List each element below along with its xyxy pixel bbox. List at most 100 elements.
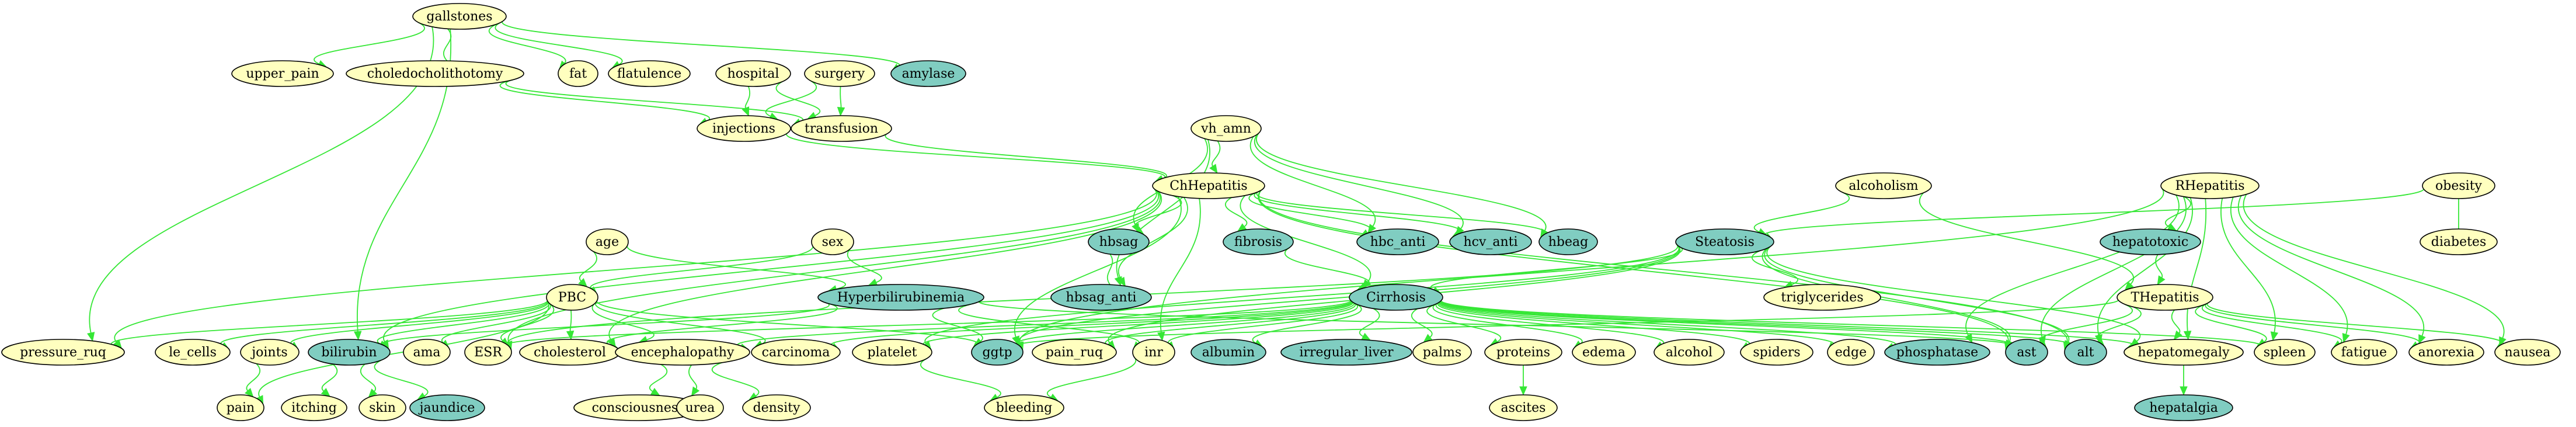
node-jaundice: jaundice bbox=[409, 394, 485, 421]
edge-line bbox=[786, 130, 1165, 180]
node-label: irregular_liver bbox=[1299, 345, 1394, 360]
node-label: hcv_anti bbox=[1463, 235, 1517, 249]
edge-chhepatitis-to-hbsag-anti bbox=[1117, 197, 1188, 287]
node-skin: skin bbox=[358, 394, 406, 421]
node-ellipse bbox=[346, 60, 524, 87]
node-alcohol: alcohol bbox=[1653, 339, 1725, 366]
edge-line bbox=[2164, 196, 2191, 228]
edge-line bbox=[1411, 308, 1433, 338]
edge-line bbox=[1168, 301, 1358, 345]
node-label: itching bbox=[291, 401, 337, 415]
node-joints: joints bbox=[240, 339, 300, 366]
edge-line bbox=[1106, 254, 1113, 285]
edge-line bbox=[932, 307, 983, 342]
node-platelet: platelet bbox=[852, 339, 932, 366]
arrowhead bbox=[2270, 331, 2279, 341]
edge-thepatitis-to-anorexia bbox=[2205, 301, 2420, 350]
node-label: encephalopathy bbox=[631, 345, 734, 360]
node-label: Hyperbilirubinemia bbox=[837, 290, 965, 305]
node-ellipse bbox=[1827, 339, 1875, 366]
edge-rhepatitis-to-fatigue bbox=[2230, 197, 2350, 343]
node-label: consciousness bbox=[592, 401, 685, 415]
node-ellipse bbox=[1132, 339, 1175, 366]
edge-line bbox=[1763, 186, 2425, 237]
node-hepatalgia: hepatalgia bbox=[2134, 394, 2233, 421]
edge-line bbox=[441, 301, 551, 343]
edge-line bbox=[1134, 195, 1182, 231]
node-label: hepatotoxic bbox=[2112, 235, 2188, 249]
node-ellipse bbox=[890, 60, 966, 87]
arrowhead bbox=[742, 106, 750, 117]
node-label: hbeag bbox=[1548, 235, 1588, 249]
node-label: joints bbox=[250, 345, 287, 360]
edge-line bbox=[1016, 297, 2119, 347]
edge-line bbox=[360, 363, 377, 392]
edge-line bbox=[2171, 310, 2181, 334]
edge-line bbox=[1439, 298, 2012, 346]
node-label: ascites bbox=[1501, 401, 1546, 415]
node-label: bilirubin bbox=[321, 345, 377, 360]
node-spleen: spleen bbox=[2254, 339, 2316, 366]
edge-line bbox=[1240, 195, 1371, 283]
edge-encephalopathy-to-urea bbox=[688, 364, 700, 397]
node-ellipse bbox=[1484, 339, 1562, 366]
edge-line bbox=[2195, 304, 2267, 343]
node-label: anorexia bbox=[2418, 345, 2475, 360]
edge-cirrhosis-to-irregular-liver bbox=[1359, 308, 1380, 341]
edge-gallstones-to-upper-pain bbox=[314, 22, 425, 68]
node-label: THepatitis bbox=[2131, 290, 2199, 305]
arrowhead bbox=[1519, 386, 1527, 396]
edge-chhepatitis-to-pressure-ruq bbox=[113, 189, 1157, 349]
edge-line bbox=[1256, 133, 1547, 231]
edge-rhepatitis-to-ggtp bbox=[1016, 188, 2164, 352]
edge-hepatomegaly-to-hepatalgia bbox=[2180, 365, 2188, 396]
edge-line bbox=[1258, 190, 2009, 343]
node-label: hbsag_anti bbox=[1066, 290, 1137, 305]
edge-rhepatitis-to-spleen bbox=[2220, 198, 2279, 341]
node-ellipse bbox=[1349, 284, 1443, 311]
edge-line bbox=[608, 191, 1162, 341]
edge-bilirubin-to-jaundice bbox=[374, 360, 429, 401]
edge-line bbox=[1440, 298, 2135, 348]
edge-line bbox=[1359, 308, 1380, 337]
node-itching: itching bbox=[281, 394, 347, 421]
edge-line bbox=[1439, 298, 2071, 346]
edge-line bbox=[443, 28, 452, 61]
node-ellipse bbox=[546, 284, 598, 311]
node-choledocholithotomy: choledocholithotomy bbox=[346, 60, 524, 87]
node-label: hepatomegaly bbox=[2138, 345, 2230, 360]
edge-encephalopathy-to-consciousness bbox=[649, 364, 668, 396]
edge-encephalopathy-to-density bbox=[711, 362, 760, 401]
node-label: nausea bbox=[2505, 345, 2551, 360]
edge-vh-amn-to-hcv-anti bbox=[1254, 134, 1464, 236]
edge-line bbox=[1248, 192, 1371, 234]
edge-line bbox=[688, 364, 698, 390]
node-label: pressure_ruq bbox=[20, 345, 106, 360]
arrowhead bbox=[2173, 330, 2182, 341]
edge-line bbox=[579, 251, 597, 282]
node-ellipse bbox=[608, 60, 691, 87]
node-ellipse bbox=[2254, 339, 2316, 366]
node-ellipse bbox=[2100, 228, 2201, 255]
node-label: fatigue bbox=[2341, 345, 2387, 360]
node-triglycerides: triglycerides bbox=[1763, 284, 1881, 311]
node-sex: sex bbox=[811, 228, 854, 255]
edge-chhepatitis-to-cholesterol bbox=[607, 191, 1162, 348]
node-ellipse bbox=[1152, 172, 1265, 199]
node-ellipse bbox=[1884, 339, 1990, 366]
node-label: carcinoma bbox=[762, 345, 830, 360]
edge-line bbox=[978, 298, 2012, 346]
edge-line bbox=[2238, 195, 2425, 336]
node-ellipse bbox=[1412, 339, 1472, 366]
edge-line bbox=[114, 189, 1157, 343]
edge-line bbox=[569, 310, 572, 332]
node-irregular-liver: irregular_liver bbox=[1280, 339, 1412, 366]
node-rhepatitis: RHepatitis bbox=[2160, 172, 2260, 199]
node-label: gallstones bbox=[426, 9, 492, 24]
edge-choledocholithotomy-to-injections bbox=[499, 79, 710, 126]
node-label: fibrosis bbox=[1234, 235, 1282, 249]
node-ellipse bbox=[464, 339, 512, 366]
arrowhead bbox=[353, 331, 362, 341]
node-ellipse bbox=[231, 60, 334, 87]
